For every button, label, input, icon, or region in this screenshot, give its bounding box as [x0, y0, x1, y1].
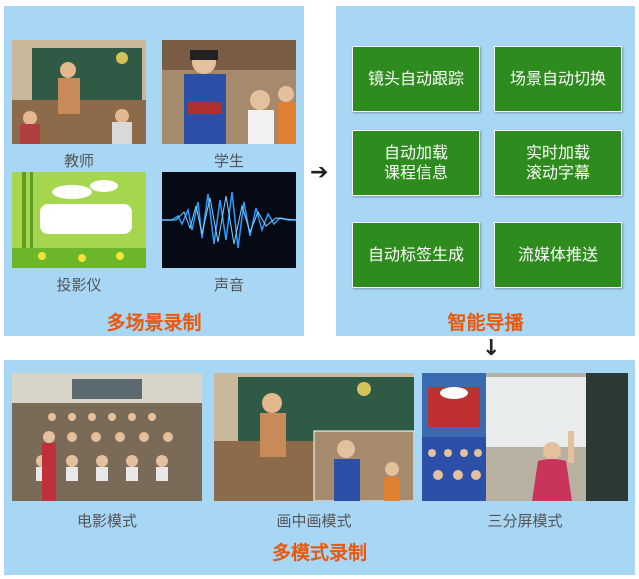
smart-director-panel: 镜头自动跟踪 场景自动切换 自动加载 课程信息 实时加载 滚动字幕 自动标签生成… [336, 6, 635, 336]
projector-caption: 投影仪 [56, 276, 102, 294]
multi-mode-panel: 电影模式 画中画模式 [4, 360, 635, 575]
three-split-mode-caption: 三分屏模式 [487, 512, 563, 530]
pip-mode-image [214, 373, 414, 501]
multi-scene-title: 多场景录制 [106, 312, 202, 334]
right-arrow-icon: ➔ [310, 160, 329, 185]
auto-tag-generation-button: 自动标签生成 [352, 222, 480, 288]
teacher-image [12, 40, 146, 144]
three-split-mode-image [422, 373, 628, 501]
multi-mode-title: 多模式录制 [271, 542, 367, 564]
movie-mode-caption: 电影模式 [76, 512, 137, 530]
student-caption: 学生 [213, 152, 244, 170]
auto-tracking-button: 镜头自动跟踪 [352, 46, 480, 112]
student-image [162, 40, 296, 144]
auto-load-course-info-button: 自动加载 课程信息 [352, 130, 480, 196]
sound-caption: 声音 [213, 276, 244, 294]
projector-image [12, 172, 146, 268]
pip-mode-caption: 画中画模式 [276, 512, 352, 530]
realtime-subtitles-button: 实时加载 滚动字幕 [494, 130, 622, 196]
teacher-caption: 教师 [63, 152, 94, 170]
streaming-push-button: 流媒体推送 [494, 222, 622, 288]
multi-scene-panel: 教师 学生 投影仪 [4, 6, 304, 336]
movie-mode-image [12, 373, 202, 501]
down-arrow-icon: ↓ [482, 336, 501, 361]
auto-scene-switch-button: 场景自动切换 [494, 46, 622, 112]
sound-image [162, 172, 296, 268]
smart-director-title: 智能导播 [447, 312, 524, 334]
